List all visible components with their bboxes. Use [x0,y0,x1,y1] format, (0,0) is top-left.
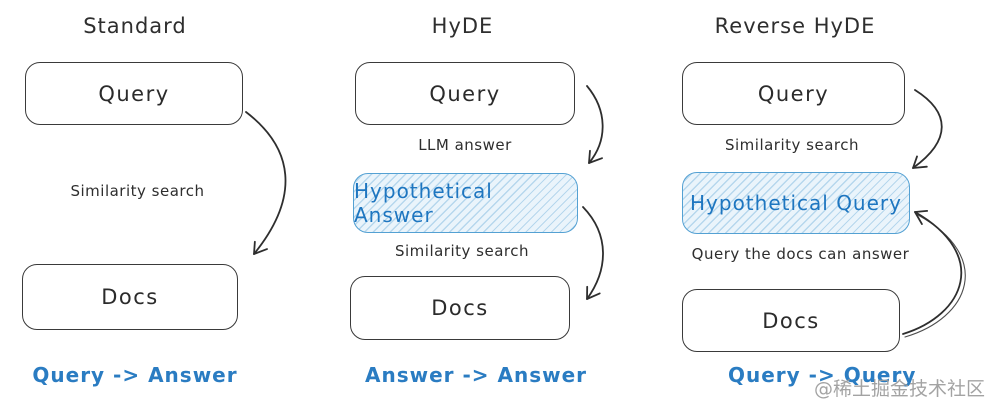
standard-caption: Query -> Answer [32,363,238,387]
column-title-standard: Standard [83,14,187,38]
standard-query-node: Query [25,62,243,125]
hyde-hypothetical-answer-node: Hypothetical Answer [353,173,578,233]
standard-query-label: Query [98,81,170,106]
column-title-hyde: HyDE [431,14,494,38]
standard-docs-label: Docs [101,285,159,309]
standard-docs-node: Docs [22,264,238,330]
reverse-hyde-query-label: Query [757,81,830,106]
reverse-hyde-hypothetical-query-label: Hypothetical Query [690,191,902,215]
reverse-hyde-docs-label: Docs [762,308,820,333]
column-title-reverse-hyde: Reverse HyDE [714,14,876,38]
reverse-hyde-query-to-hypothetical-arrow [912,89,943,169]
hyde-hypothetical-to-docs-arrow [582,206,604,300]
watermark: @稀土掘金技术社区 [813,378,985,400]
reverse-hyde-hypothetical-query-node: Hypothetical Query [682,172,910,234]
reverse-hyde-docs-can-answer-label: Query the docs can answer [691,245,910,263]
reverse-hyde-caption: Query -> Query [728,363,917,387]
reverse-hyde-query-node: Query [682,62,905,125]
hyde-query-to-hypothetical-arrow [586,85,604,164]
hyde-similarity-search-label: Similarity search [394,242,529,260]
hyde-llm-answer-label: LLM answer [418,136,512,154]
hyde-hypothetical-answer-label: Hypothetical Answer [354,179,493,227]
hyde-query-node: Query [355,62,575,125]
standard-similarity-search-label: Similarity search [70,182,205,200]
reverse-hyde-docs-node: Docs [682,289,900,352]
hyde-docs-node: Docs [350,276,570,340]
standard-query-to-docs-arrow [245,111,287,255]
hyde-caption: Answer -> Answer [365,363,588,387]
reverse-hyde-similarity-search-label: Similarity search [724,136,859,154]
reverse-hyde-docs-to-hypothetical-arrow [902,210,962,335]
reverse-hyde-docs-to-hypothetical-arrow-ghost-stroke [904,214,966,338]
hyde-query-label: Query [429,81,501,106]
hyde-docs-label: Docs [431,296,489,320]
